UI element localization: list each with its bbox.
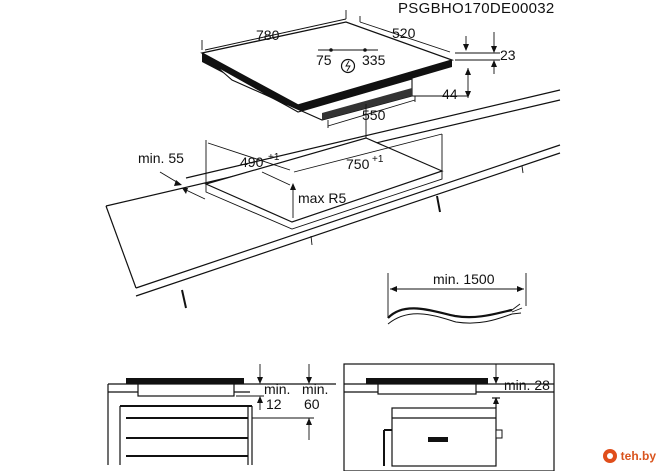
label-box-width: 550: [362, 107, 386, 123]
section-right: min. 28: [343, 363, 555, 471]
dim-connection: 75 335: [316, 49, 386, 68]
dim-490: 490 +1: [207, 142, 291, 171]
dim-max-r5: max R5: [261, 171, 346, 218]
label-conn-right: 335: [362, 52, 386, 68]
label-min-60-a: min.: [302, 381, 328, 397]
watermark-domain: teh.by: [620, 449, 656, 463]
label-hob-height: 23: [500, 47, 516, 63]
cable-illustration: min. 1500: [387, 271, 527, 325]
label-min-28: min. 28: [504, 377, 550, 393]
dim-550: 550: [327, 96, 416, 128]
label-cable-length: min. 1500: [433, 271, 495, 287]
label-conn-left: 75: [316, 52, 332, 68]
dim-780: 780: [201, 10, 347, 51]
dim-750: 750 +1: [293, 133, 443, 173]
dim-44: 44: [412, 68, 471, 102]
section-left: min. 12 min. 60: [107, 364, 336, 465]
label-min-60-b: 60: [304, 396, 320, 412]
label-min-12-a: min.: [264, 381, 290, 397]
label-max-radius: max R5: [298, 190, 346, 206]
label-cutout-depth-tol: +1: [268, 152, 280, 163]
document-code: PSGBHO170DE00032: [398, 0, 555, 17]
label-cutout-width: 750: [346, 156, 370, 172]
worktop: [105, 89, 561, 309]
dim-min-55: min. 55: [138, 150, 206, 200]
dim-23: 23: [455, 32, 516, 74]
worktop-cutout: [204, 104, 444, 230]
dim-520: 520: [359, 16, 451, 53]
watermark-logo: teh.by: [598, 447, 662, 465]
label-cutout-depth: 490: [240, 154, 264, 170]
label-min-55: min. 55: [138, 150, 184, 166]
label-box-depth: 44: [442, 86, 458, 102]
label-min-12-b: 12: [266, 396, 282, 412]
watermark-circle-icon: [602, 449, 617, 463]
label-hob-depth: 520: [392, 25, 416, 41]
label-hob-width: 780: [256, 27, 280, 43]
label-cutout-width-tol: +1: [372, 154, 384, 165]
